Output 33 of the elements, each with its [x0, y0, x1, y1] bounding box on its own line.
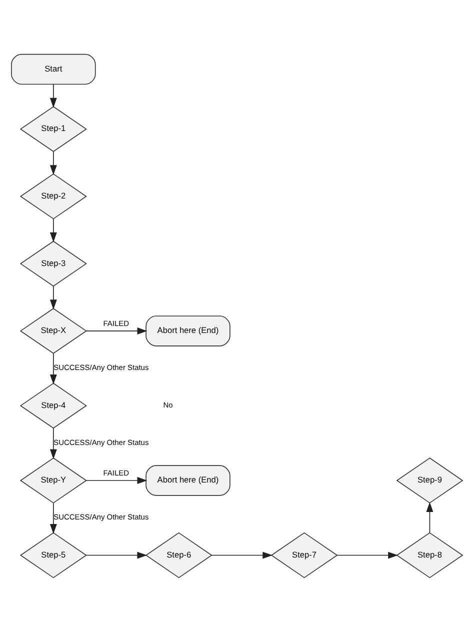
arrow — [50, 218, 57, 242]
node-diamond: Step-7 — [270, 532, 338, 578]
arrow — [211, 552, 273, 559]
arrow — [50, 84, 57, 108]
arrow — [50, 353, 57, 384]
arrow — [50, 428, 57, 460]
arrow — [86, 476, 148, 484]
node-box: Start — [11, 54, 96, 85]
label: No — [163, 400, 173, 410]
edge-label: SUCCESS/Any Other Status — [54, 512, 149, 522]
node-diamond: Step-9 — [396, 458, 464, 504]
node-box: Abort here (End) — [146, 465, 230, 496]
arrow — [86, 552, 148, 559]
edge-label: FAILED — [103, 319, 130, 328]
node-diamond: Step-4 — [20, 382, 87, 429]
arrow — [50, 151, 57, 176]
node-diamond: Step-3 — [20, 240, 87, 287]
node-diamond: Step-X — [20, 308, 87, 354]
node-diamond: Step-5 — [20, 532, 87, 578]
arrow — [50, 286, 57, 310]
edge-label: FAILED — [103, 468, 130, 478]
edge-label: SUCCESS/Any Other Status — [54, 363, 149, 372]
arrow — [86, 327, 148, 334]
node-diamond: Step-6 — [145, 532, 212, 578]
arrow — [336, 552, 398, 559]
node-diamond: Step-2 — [20, 173, 87, 220]
node-diamond: Step-8 — [396, 532, 464, 578]
node-diamond: Step-1 — [20, 106, 87, 152]
arrow — [426, 502, 434, 534]
node-box: Abort here (End) — [146, 316, 230, 346]
edge-label: SUCCESS/Any Other Status — [54, 438, 149, 447]
node-diamond: Step-Y — [20, 458, 87, 504]
arrow — [50, 502, 57, 534]
